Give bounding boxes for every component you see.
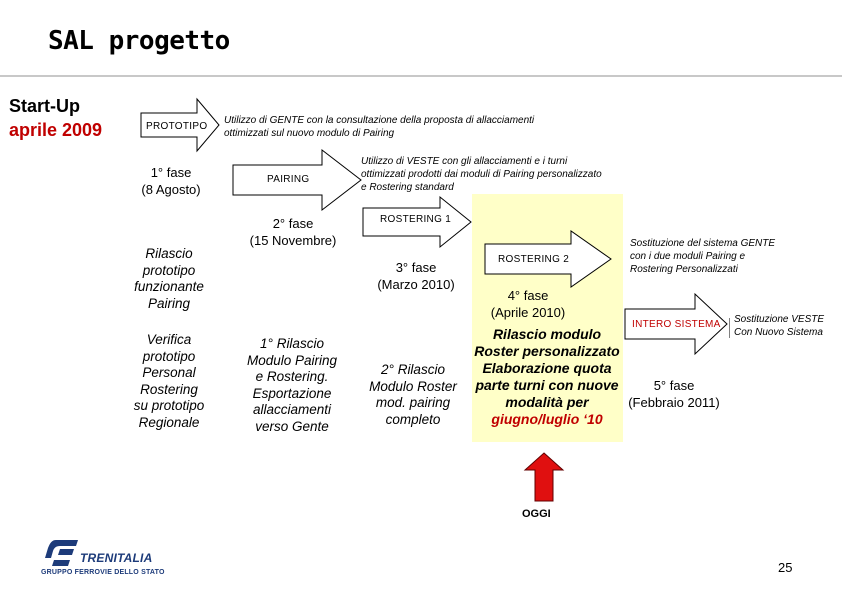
oggi-arrow-up-icon (523, 452, 565, 502)
phase-4: 4° fase (Aprile 2010) (490, 288, 566, 320)
startup-label: Start-Up aprile 2009 (9, 94, 102, 142)
deliverable-giugno-luglio: giugno/luglio ‘10 (491, 411, 603, 427)
note-sostituzione-veste: Sostituzione VESTE Con Nuovo Sistema (734, 314, 825, 338)
arrow-label-rostering1: ROSTERING 1 (380, 214, 452, 225)
page-title: SAL progetto (48, 26, 230, 56)
deliverable-secondo-rilascio: 2° Rilascio Modulo Roster mod. pairing c… (369, 362, 457, 427)
phase-2: 2° fase (15 Novembre) (249, 216, 337, 248)
arrow-rostering2 (484, 230, 612, 288)
note-veste: Utilizzo di VESTE con gli allacciamenti … (361, 156, 602, 193)
deliverable-verifica: Verifica prototipo Personal Rostering su… (133, 332, 205, 430)
divider-line (729, 318, 730, 338)
phase-5: 5° fase (Febbraio 2011) (628, 378, 720, 410)
logo-brand: TRENITALIA (80, 551, 153, 565)
arrow-rostering1 (362, 195, 472, 249)
arrow-intero-sistema (624, 292, 728, 356)
phase-1: 1° fase (8 Agosto) (141, 165, 201, 197)
deliverable-primo-rilascio: 1° Rilascio Modulo Pairing e Rostering. … (246, 336, 338, 434)
note-gente: Utilizzo di GENTE con la consultazione d… (224, 115, 535, 139)
oggi-label: OGGI (522, 508, 551, 520)
current-phase-highlight (472, 194, 623, 442)
deliverable-rilascio-prototipo: Rilascio prototipo funzionante Pairing (134, 246, 204, 311)
page-number: 25 (778, 560, 793, 575)
arrow-label-pairing: PAIRING (267, 174, 310, 185)
arrow-label-prototipo: PROTOTIPO (146, 121, 208, 132)
trenitalia-logo-icon (45, 540, 78, 566)
arrow-label-intero-sistema: INTERO SISTEMA (632, 319, 721, 330)
arrow-prototipo (140, 97, 220, 153)
arrow-label-rostering2: ROSTERING 2 (498, 254, 570, 265)
title-divider (0, 75, 842, 77)
startup-line1: Start-Up (9, 96, 80, 116)
logo-group: GRUPPO FERROVIE DELLO STATO (41, 569, 165, 576)
arrow-pairing (232, 148, 362, 212)
startup-line2: aprile 2009 (9, 120, 103, 140)
deliverable-roster-personalizzato: Rilascio modulo Roster personalizzato El… (466, 326, 628, 428)
note-sostituzione-gente: Sostituzione del sistema GENTE con i due… (630, 238, 776, 275)
phase-3: 3° fase (Marzo 2010) (377, 260, 455, 292)
